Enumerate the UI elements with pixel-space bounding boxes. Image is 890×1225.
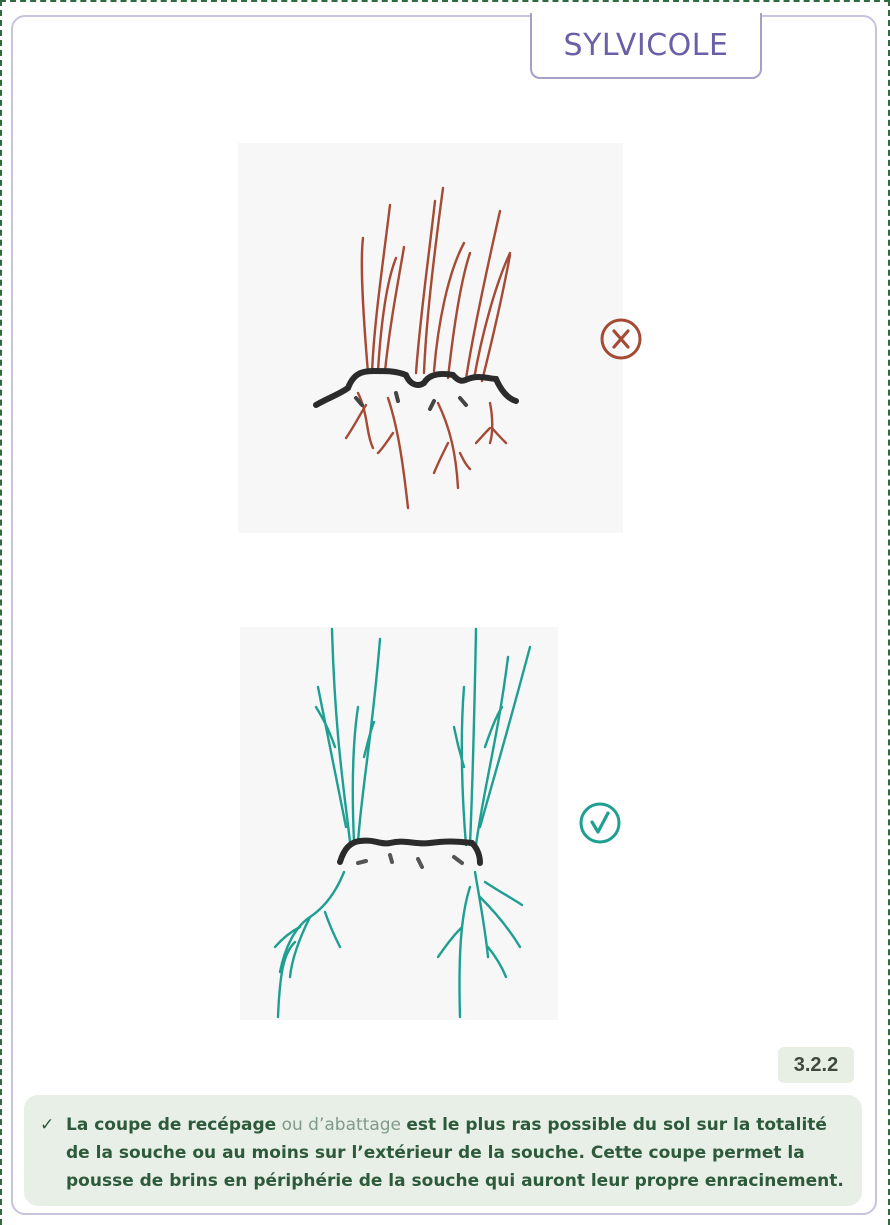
high-cut-stump-illustration	[238, 143, 623, 533]
note-bold-lead: La coupe de recépage	[66, 1115, 276, 1135]
wrong-verdict	[599, 317, 643, 361]
note-check-icon: ✓	[40, 1111, 54, 1139]
page-frame-left	[0, 0, 2, 1225]
category-tab: SYLVICOLE	[530, 13, 762, 79]
note-light-aside: ou d’abattage	[276, 1115, 406, 1135]
low-cut-stump-drawing	[240, 627, 558, 1020]
low-cut-stump-illustration	[240, 627, 558, 1020]
cross-circle-icon	[599, 317, 643, 361]
page-frame-top	[0, 0, 890, 2]
guidance-note: ✓ La coupe de recépage ou d’abattage est…	[24, 1095, 862, 1206]
high-cut-stump-drawing	[238, 143, 623, 533]
correct-verdict	[578, 801, 622, 845]
check-circle-icon	[578, 801, 622, 845]
section-reference-badge: 3.2.2	[778, 1047, 854, 1083]
category-tab-label: SYLVICOLE	[564, 28, 729, 63]
